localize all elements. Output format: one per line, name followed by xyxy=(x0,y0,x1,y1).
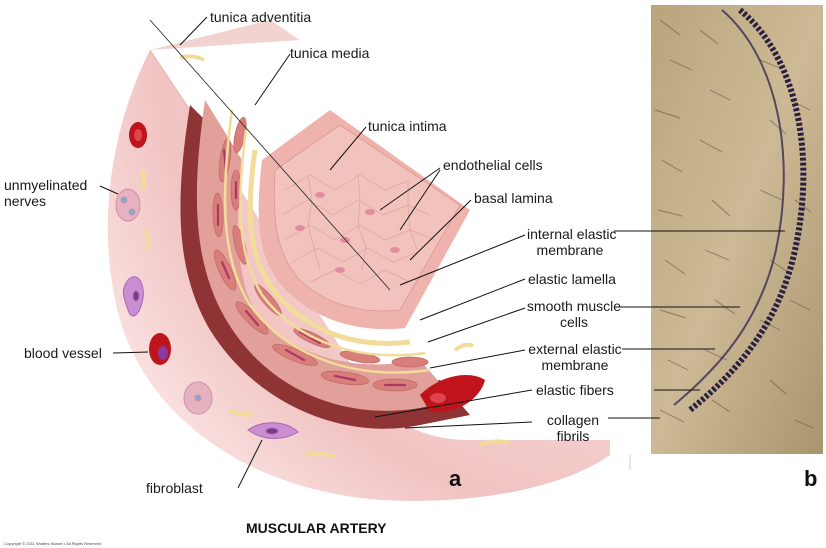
blood-vessel-icon xyxy=(129,122,485,413)
label-fibroblast: fibroblast xyxy=(146,480,203,496)
micrograph-panel-b xyxy=(651,5,823,454)
label-collagen-fibrils: collagen fibrils xyxy=(538,412,608,444)
tunica-adventitia-layer xyxy=(107,20,611,501)
label-elastic-fibers: elastic fibers xyxy=(536,382,614,398)
label-line-2: cells xyxy=(559,314,588,330)
label-tunica-adventitia: tunica adventitia xyxy=(210,9,312,25)
label-internal-elastic-membrane: internal elastic membrane xyxy=(527,226,617,258)
panel-label-a: a xyxy=(449,466,462,491)
label-endothelial-cells: endothelial cells xyxy=(443,157,543,173)
fibroblast-icon xyxy=(122,276,299,439)
label-tunica-intima: tunica intima xyxy=(368,118,447,134)
label-basal-lamina: basal lamina xyxy=(474,190,553,206)
label-line-1: internal elastic xyxy=(527,226,617,242)
panel-label-b: b xyxy=(804,466,818,491)
label-smooth-muscle-cells: smooth muscle cells xyxy=(526,298,622,330)
label-elastic-lamella: elastic lamella xyxy=(528,271,616,287)
unmyelinated-nerve-icon xyxy=(115,188,213,415)
tunica-intima-layer xyxy=(258,110,470,330)
label-unmyelinated-nerves: unmyelinated nerves xyxy=(4,177,87,209)
label-line-2: membrane xyxy=(536,242,604,258)
section-line xyxy=(149,19,391,291)
label-line-2: nerves xyxy=(4,193,47,209)
leader-lines xyxy=(99,16,785,489)
label-blood-vessel: blood vessel xyxy=(24,345,102,361)
label-external-elastic-membrane: external elastic membrane xyxy=(528,341,622,373)
internal-elastic-membrane xyxy=(247,149,411,346)
label-line-1: unmyelinated xyxy=(4,177,88,193)
copyright-notice: Copyright © 2011 Wolters Kluwer • All Ri… xyxy=(4,541,102,546)
figure-title: MUSCULAR ARTERY xyxy=(246,520,387,536)
adventitia-details xyxy=(115,54,511,459)
label-line-1: collagen xyxy=(546,412,600,428)
label-line-2: fibrils xyxy=(556,428,590,444)
label-line-2: membrane xyxy=(541,357,609,373)
label-tunica-media: tunica media xyxy=(290,45,370,61)
label-line-1: smooth muscle xyxy=(526,298,622,314)
label-line-1: external elastic xyxy=(528,341,622,357)
tunica-media-layer xyxy=(180,100,470,429)
